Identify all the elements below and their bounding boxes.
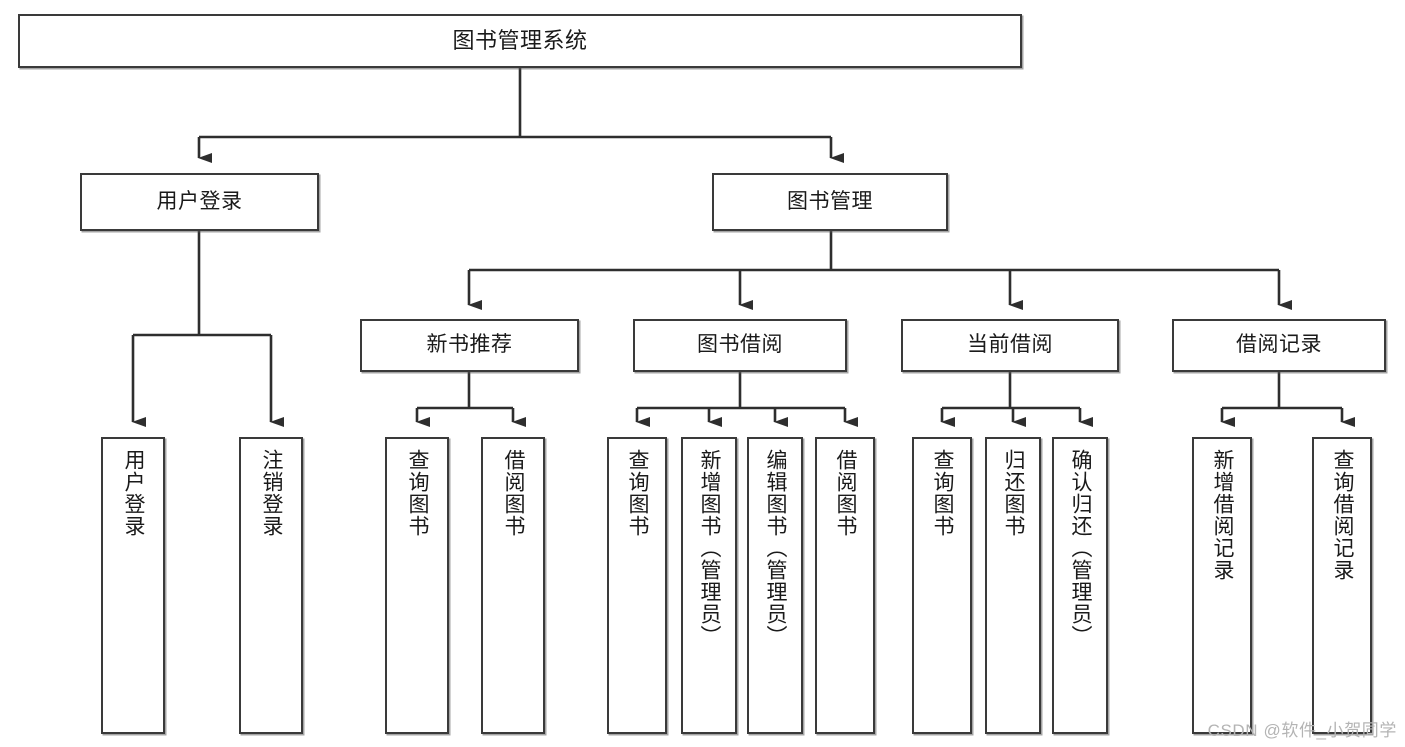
- node-new-book-recommend[interactable]: 新书推荐: [360, 319, 579, 372]
- node-label: 编辑图书（管理员）: [764, 449, 788, 647]
- node-root-system[interactable]: 图书管理系统: [18, 14, 1022, 68]
- node-leaf-add-record[interactable]: 新增借阅记录: [1192, 437, 1252, 734]
- node-leaf-query-book-2[interactable]: 查询图书: [607, 437, 667, 734]
- node-leaf-query-record[interactable]: 查询借阅记录: [1312, 437, 1372, 734]
- node-leaf-borrow-book-2[interactable]: 借阅图书: [815, 437, 875, 734]
- node-label: 新书推荐: [426, 333, 513, 357]
- node-borrow-record[interactable]: 借阅记录: [1172, 319, 1386, 372]
- node-label: 图书借阅: [697, 333, 783, 357]
- node-label: 借阅记录: [1236, 333, 1322, 357]
- node-label: 图书管理系统: [452, 28, 588, 54]
- node-label: 用户登录: [122, 449, 146, 537]
- node-leaf-query-book-1[interactable]: 查询图书: [385, 437, 449, 734]
- watermark-text: CSDN @软件_小贺同学: [1207, 721, 1397, 740]
- node-label: 用户登录: [156, 189, 243, 213]
- node-leaf-borrow-book-1[interactable]: 借阅图书: [481, 437, 545, 734]
- node-leaf-user-login[interactable]: 用户登录: [101, 437, 165, 734]
- node-user-login[interactable]: 用户登录: [80, 173, 319, 231]
- node-current-borrow[interactable]: 当前借阅: [901, 319, 1119, 372]
- node-leaf-add-book[interactable]: 新增图书（管理员）: [681, 437, 737, 734]
- node-label: 查询借阅记录: [1331, 449, 1355, 581]
- node-book-manage[interactable]: 图书管理: [712, 173, 948, 231]
- node-label: 图书管理: [787, 189, 873, 213]
- node-label: 借阅图书: [834, 449, 858, 537]
- node-label: 借阅图书: [502, 449, 526, 537]
- node-leaf-logout[interactable]: 注销登录: [239, 437, 303, 734]
- node-label: 查询图书: [931, 449, 955, 537]
- node-label: 新增图书（管理员）: [698, 449, 722, 647]
- node-leaf-query-book-3[interactable]: 查询图书: [912, 437, 972, 734]
- node-leaf-edit-book[interactable]: 编辑图书（管理员）: [747, 437, 803, 734]
- node-label: 查询图书: [626, 449, 650, 537]
- node-book-borrow[interactable]: 图书借阅: [633, 319, 847, 372]
- node-leaf-return-book[interactable]: 归还图书: [985, 437, 1041, 734]
- node-label: 新增借阅记录: [1211, 449, 1235, 581]
- node-leaf-confirm-return[interactable]: 确认归还（管理员）: [1052, 437, 1108, 734]
- node-label: 确认归还（管理员）: [1069, 449, 1093, 647]
- node-label: 注销登录: [260, 449, 284, 537]
- node-label: 归还图书: [1002, 449, 1026, 537]
- node-label: 查询图书: [406, 449, 430, 537]
- node-label: 当前借阅: [967, 333, 1053, 357]
